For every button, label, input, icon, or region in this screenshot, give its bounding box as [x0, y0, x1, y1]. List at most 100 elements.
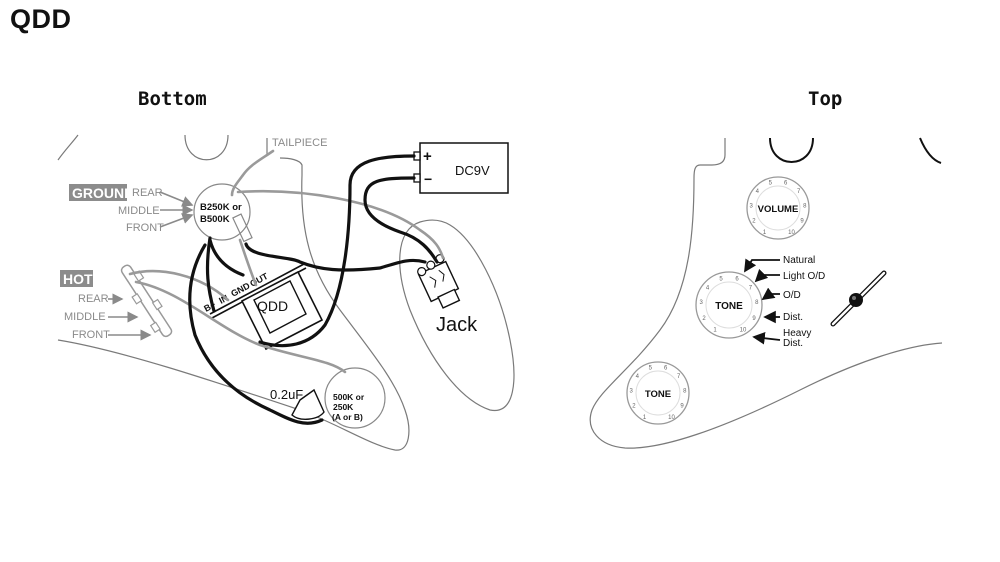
- ground-front-arrow: [159, 213, 194, 228]
- qdd-terminal-gnd: GND: [229, 280, 252, 298]
- qdd-module: QDD B+ IN GND OUT: [202, 263, 324, 351]
- battery-minus-label: −: [424, 171, 432, 187]
- knob-scale-numeral: 6: [735, 277, 739, 283]
- tone-knob-main[interactable]: 1 2 3 4 5 6 7 8 9 10 TONE: [695, 271, 763, 339]
- page-title: QDD: [10, 4, 72, 34]
- knob-scale-numeral: 10: [668, 415, 675, 421]
- ground-rear-arrow: [159, 191, 194, 207]
- pickguard-top-curve-left: [57, 134, 79, 161]
- knob-scale-numeral: 2: [632, 404, 636, 410]
- natural-arrow: [744, 258, 780, 273]
- ground-front-label: FRONT: [126, 222, 164, 234]
- top-horn-cut: [769, 137, 814, 163]
- od-arrow: [761, 287, 780, 301]
- tone-mode-od: O/D: [783, 290, 801, 301]
- knob-scale-numeral: 5: [649, 366, 653, 372]
- hot-rear-label: REAR: [78, 293, 109, 305]
- knob-scale-numeral: 7: [797, 189, 801, 195]
- knob-scale-numeral: 2: [702, 316, 706, 322]
- wire-gray-switch-to-tone: [134, 280, 347, 374]
- qdd-terminal-in: IN: [217, 293, 230, 306]
- jack-cavity-outline: [399, 219, 515, 411]
- knob-scale-numeral: 9: [752, 316, 756, 322]
- knob-scale-numeral: 4: [756, 189, 760, 195]
- knob-scale-numeral: 3: [750, 203, 754, 209]
- volume-pot-lug-bracket: [232, 213, 253, 243]
- top-right-cut: [919, 137, 942, 164]
- hot-front-label: FRONT: [72, 329, 110, 341]
- heavy-dist-arrow: [752, 331, 781, 345]
- knob-scale-numeral: 2: [752, 219, 756, 225]
- wire-gray-volume-to-jack: [236, 189, 445, 260]
- knob-scale-numeral: 8: [803, 203, 807, 209]
- knob-scale-numeral: 6: [784, 181, 788, 187]
- battery-label: DC9V: [455, 163, 490, 178]
- knob-scale-numeral: 9: [680, 404, 684, 410]
- selector-lever[interactable]: [830, 270, 887, 327]
- knob-scale-numeral: 8: [683, 388, 687, 394]
- pickguard-horn-cut: [184, 134, 229, 161]
- pickguard-outline-bottom: [57, 157, 410, 451]
- tone-pot: [324, 367, 386, 429]
- knob-scale-numeral: 1: [713, 328, 717, 334]
- knob-scale-numeral: 3: [630, 388, 634, 394]
- ground-rear-label: REAR: [132, 187, 163, 199]
- qdd-module-label: QDD: [257, 298, 288, 314]
- wire-gray-switch-to-qdd-in: [128, 269, 230, 302]
- wire-black-battery-minus: [363, 176, 439, 264]
- jack-label: Jack: [436, 314, 478, 336]
- knob-scale-numeral: 9: [800, 219, 804, 225]
- capacitor-label: 0.2uF: [270, 387, 303, 402]
- volume-pot-value-line2: B500K: [200, 214, 230, 225]
- hot-badge-label: HOT: [63, 271, 93, 287]
- volume-knob[interactable]: 1 2 3 4 5 6 7 8 9 10 VOLUME: [746, 176, 810, 240]
- volume-pot-value-line1: B250K or: [200, 202, 242, 213]
- capacitor: [291, 388, 325, 420]
- wire-gray-volume-to-qdd: [238, 238, 258, 287]
- tone-mode-heavy-dist: Dist.: [783, 338, 803, 349]
- output-jack: [417, 254, 461, 309]
- battery-dc9v: + − DC9V: [413, 142, 509, 194]
- knob-scale-numeral: 8: [755, 300, 759, 306]
- wire-black-volume-to-qdd-bplus: [205, 236, 216, 313]
- wire-black-battery-plus: [258, 154, 416, 348]
- knob-scale-numeral: 10: [740, 328, 747, 334]
- volume-knob-label: VOLUME: [758, 204, 799, 215]
- tone-pot-value-line3: (A or B): [332, 412, 363, 422]
- top-view: 1 2 3 4 5 6 7 8 9 10 VOLUME 1 2 3 4 5 6 7 8 9 10 TONE Natu…: [589, 137, 943, 449]
- tone-pot-value-line1: 500K or: [333, 392, 365, 402]
- battery-plus-label: +: [423, 148, 432, 165]
- knob-scale-numeral: 4: [706, 286, 710, 292]
- wire-black-qdd-out-to-jack: [244, 242, 427, 272]
- ground-middle-label: MIDDLE: [118, 205, 160, 217]
- tone-mode-light-od: Light O/D: [783, 271, 825, 282]
- top-view-title: Top: [808, 88, 843, 110]
- knob-scale-numeral: 10: [788, 230, 795, 236]
- ground-badge-label: GROUND: [72, 185, 134, 201]
- tone-mode-natural: Natural: [783, 255, 815, 266]
- knob-scale-numeral: 3: [700, 300, 704, 306]
- knob-scale-numeral: 5: [719, 277, 723, 283]
- wire-gray-tailpiece-ground: [230, 149, 275, 197]
- bottom-view: TAILPIECE GROUND REAR MIDDLE FRONT B250K…: [57, 134, 515, 451]
- ground-badge: [69, 184, 127, 201]
- tone-pot-value-line2: 250K: [333, 402, 354, 412]
- knob-scale-numeral: 1: [763, 230, 767, 236]
- knob-scale-numeral: 1: [643, 415, 647, 421]
- hot-middle-label: MIDDLE: [64, 311, 106, 323]
- knob-scale-numeral: 6: [664, 366, 668, 372]
- tone-knob-main-label: TONE: [715, 301, 743, 312]
- tone-mode-dist: Dist.: [783, 312, 803, 323]
- knob-scale-numeral: 7: [677, 374, 681, 380]
- tone-knob-lower-label: TONE: [645, 389, 671, 400]
- tailpiece-label: TAILPIECE: [272, 137, 327, 149]
- hot-badge: [60, 270, 93, 287]
- light-od-arrow: [754, 268, 780, 283]
- knob-scale-numeral: 5: [769, 181, 773, 187]
- tone-mode-heavy: Heavy: [783, 328, 811, 339]
- knob-scale-numeral: 7: [749, 286, 753, 292]
- pickguard-outline-top: [589, 138, 943, 449]
- wire-black-volume-to-qdd-gnd: [208, 238, 245, 277]
